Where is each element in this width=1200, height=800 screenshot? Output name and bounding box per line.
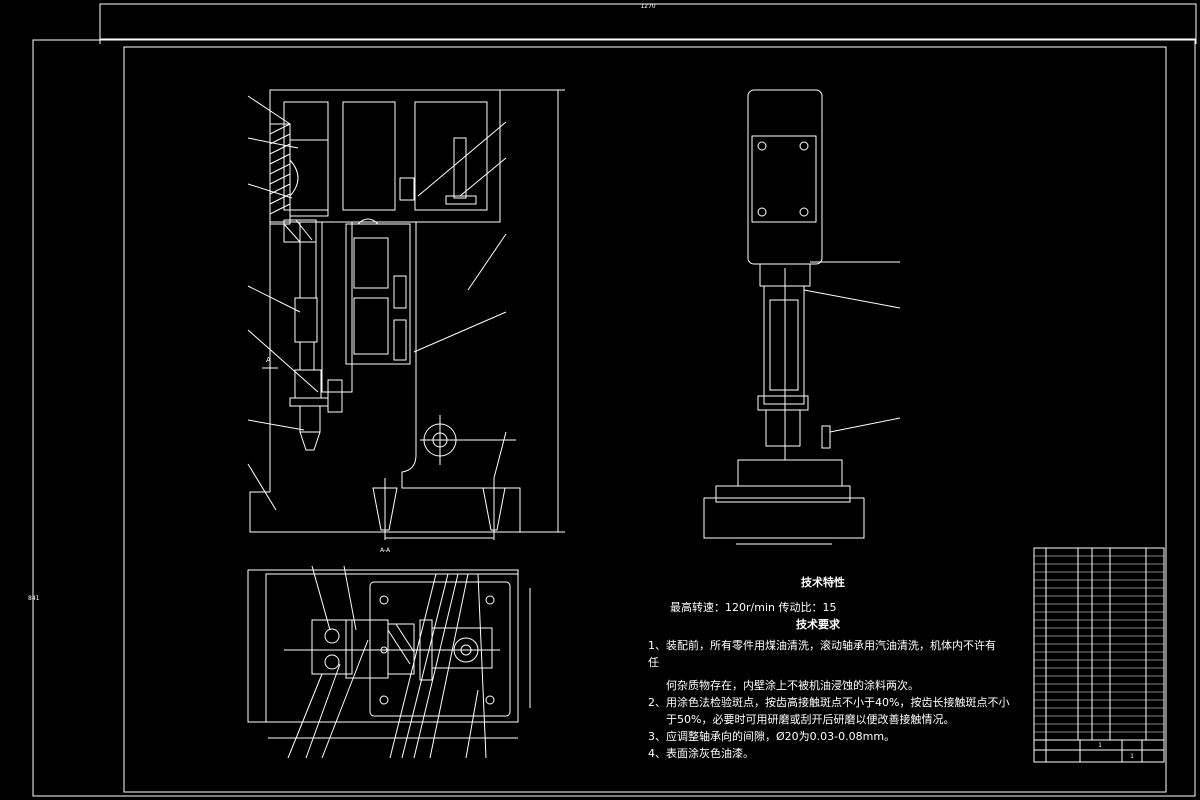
title-block-rows: [1034, 555, 1164, 733]
tech-req-item1-c: 何杂质物存在，内壁涂上不被机油浸蚀的涂料两次。: [666, 679, 919, 692]
tech-req-title: 技术要求: [796, 618, 840, 631]
drawing-border: [123, 46, 1167, 793]
tech-req-item4: 4、表面涂灰色油漆。: [648, 747, 754, 760]
section-label: A-A: [380, 547, 391, 554]
plan-view: [247, 565, 531, 759]
side-view: [703, 89, 901, 545]
tech-req-item3: 3、应调整轴承向的间隙，Ø20为0.03-0.08mm。: [648, 730, 896, 743]
tech-req-item2-b: 于50%，必要时可用研磨或刮开后研磨以便改善接触情况。: [666, 713, 955, 726]
tech-req-item1-b: 任: [648, 656, 659, 669]
tech-char-spec: 最高转速：120r/min 传动比：15: [670, 601, 837, 614]
title-block-sheet: 1: [1130, 753, 1134, 760]
section-mark-a: A: [266, 356, 271, 364]
front-section-view: A A-A: [247, 89, 565, 554]
tech-req-item2-a: 2、用涂色法检验斑点，按齿高接触斑点不小于40%，按齿长接触斑点不小: [648, 696, 1010, 709]
tech-char-title: 技术特性: [801, 576, 845, 589]
sheet-border: [32, 39, 1196, 797]
left-dimension: 841: [28, 595, 40, 602]
technical-notes: 技术特性 最高转速：120r/min 传动比：15 技术要求 1、装配前，所有零…: [648, 574, 1010, 762]
title-block-scale: 1: [1098, 742, 1102, 749]
top-dimension: 1270: [640, 3, 655, 10]
tech-req-item1-a: 1、装配前，所有零件用煤油清洗，滚动轴承用汽油清洗，机体内不许有: [648, 639, 996, 652]
